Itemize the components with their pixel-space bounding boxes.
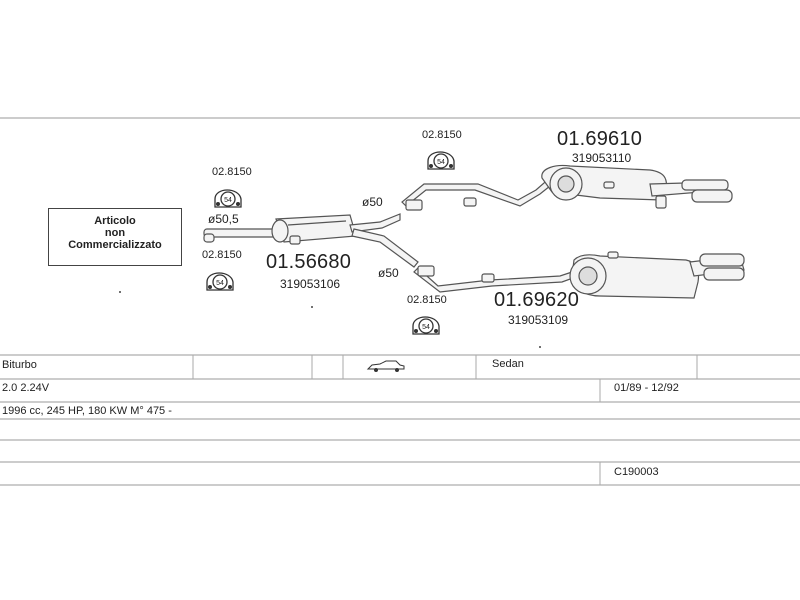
not-sold-note: Articolo non Commercializzato: [48, 208, 182, 266]
note-line-3: Commercializzato: [68, 239, 162, 251]
catalog-code-cell: C190003: [614, 466, 659, 478]
body-type-cell: Sedan: [492, 358, 524, 370]
hanger-code-1: 02.8150: [212, 166, 252, 178]
oem-code-front: 319053106: [280, 277, 340, 291]
model-cell: Biturbo: [2, 359, 37, 371]
oem-code-rear-upper: 319053110: [572, 151, 632, 165]
part-code-rear-upper: 01.69610: [557, 128, 642, 150]
note-line-2: non: [104, 227, 126, 239]
hanger-badge-4: 54: [422, 324, 430, 331]
rubber-hanger-icon: 54: [214, 189, 242, 208]
rubber-hanger-icon: 54: [427, 151, 455, 170]
engine-cell: 2.0 2.24V: [2, 382, 50, 394]
hanger-badge-2: 54: [216, 280, 224, 287]
front-pipe-assembly: [203, 213, 419, 268]
diameter-label-1: ø50,5: [208, 212, 239, 226]
rear-upper-assembly: [401, 164, 733, 211]
hanger-badge-3: 54: [437, 159, 445, 166]
oem-code-rear-lower: 319053109: [508, 313, 568, 327]
hanger-code-3: 02.8150: [422, 129, 462, 141]
exhaust-diagram: 54 54 54 54 02.8150 02.8150 02.8150 02.8…: [119, 128, 745, 348]
rubber-hanger-icon: 54: [412, 316, 440, 335]
hanger-code-2: 02.8150: [202, 249, 242, 261]
years-cell: 01/89 - 12/92: [614, 382, 679, 394]
sedan-car-icon: [366, 360, 406, 372]
part-code-rear-lower: 01.69620: [494, 289, 579, 311]
note-line-1: Articolo: [94, 215, 136, 227]
rear-lower-assembly: [413, 251, 745, 299]
part-code-front: 01.56680: [266, 251, 351, 273]
diameter-label-2: ø50: [362, 195, 383, 209]
diameter-label-3: ø50: [378, 266, 399, 280]
rubber-hanger-icon: 54: [206, 272, 234, 291]
hanger-code-4: 02.8150: [407, 294, 447, 306]
hanger-badge-1: 54: [224, 197, 232, 204]
specs-cell: 1996 cc, 245 HP, 180 KW M° 475 -: [2, 405, 172, 417]
